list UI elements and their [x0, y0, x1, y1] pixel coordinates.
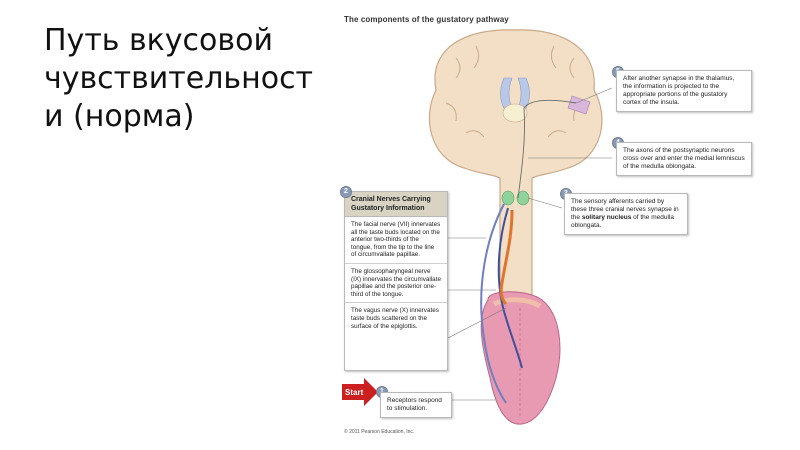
pathway-illustration [428, 29, 613, 425]
callout-receptors: Receptors respond to stimulation. [380, 392, 452, 418]
callout-solitary-nucleus: The sensory afferents carried by these t… [564, 193, 688, 235]
callout-text-bold: solitary nucleus [581, 214, 632, 221]
nerve-vii [480, 203, 507, 404]
nerve-ix [497, 207, 523, 369]
start-label: Start [345, 388, 364, 397]
start-arrow-icon: Start [342, 378, 378, 406]
copyright: © 2011 Pearson Education, Inc. [344, 429, 415, 435]
cranial-nerve-item: The facial nerve (VII) innervates all th… [345, 217, 447, 264]
cranial-nerves-header: Cranial Nerves Carrying Gustatory Inform… [345, 192, 447, 217]
cranial-nerve-item: The vagus nerve (X) innervates taste bud… [351, 307, 439, 330]
step-number: 2 [340, 186, 352, 198]
ascending-pathway [517, 99, 577, 199]
callout-text: After another synapse in the thalamus, t… [623, 75, 735, 106]
cranial-nerve-item: The glossopharyngeal nerve (IX) innervat… [345, 264, 447, 304]
callout-text-before: The sensory afferents carried by these t… [571, 198, 679, 221]
brain-section [428, 29, 603, 309]
gustatory-pathway-figure: The components of the gustatory pathway [336, 8, 752, 440]
callout-text-after: of the medulla oblongata. [571, 214, 674, 229]
callout-text: Receptors respond to stimulation. [387, 397, 442, 412]
slide-title: Путь вкусовой чувствительност и (норма) [44, 23, 314, 134]
callout-medial-lemniscus: The axons of the postsynaptic neurons cr… [616, 142, 752, 176]
cranial-nerves-panel: Cranial Nerves Carrying Gustatory Inform… [344, 191, 448, 371]
leader-lines [444, 87, 613, 401]
tongue [480, 291, 561, 425]
callout-text: The axons of the postsynaptic neurons cr… [623, 147, 745, 170]
figure-title: The components of the gustatory pathway [344, 15, 509, 24]
nerve-x [499, 209, 514, 306]
callout-thalamus-insula: After another synapse in the thalamus, t… [616, 70, 752, 112]
